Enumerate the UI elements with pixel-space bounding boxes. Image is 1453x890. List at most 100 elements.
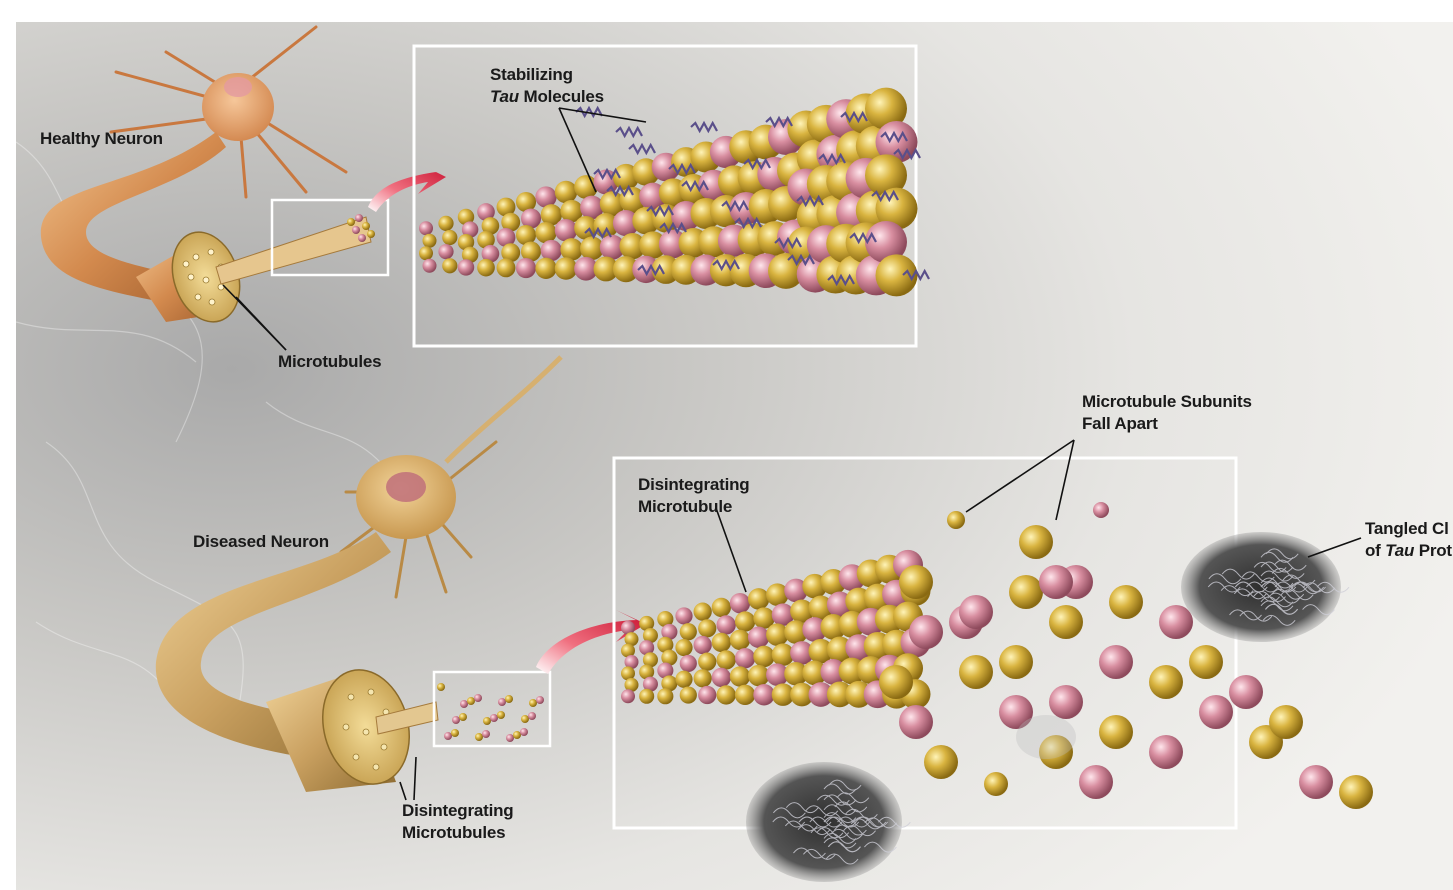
tau-italic: Tau: [490, 87, 519, 106]
disintegrating-microtubule-label: Disintegrating Microtubule: [638, 474, 750, 518]
gold-tubulin-bead: [984, 772, 1008, 796]
gold-tubulin-bead: [467, 697, 475, 705]
gold-tubulin-bead: [639, 689, 654, 704]
diseased-nucleus: [386, 472, 426, 502]
gold-tubulin-bead: [712, 633, 731, 652]
pink-tubulin-bead: [717, 615, 736, 634]
healthy-neuron-label: Healthy Neuron: [40, 128, 163, 150]
pink-tubulin-bead: [694, 636, 712, 654]
gold-tubulin-bead: [483, 717, 491, 725]
gold-tubulin-bead: [753, 646, 774, 667]
pink-tubulin-bead: [1079, 765, 1113, 799]
gold-tubulin-bead: [730, 630, 750, 650]
tangled-label-line1: Tangled Cl: [1365, 518, 1452, 540]
gold-tubulin-bead: [1009, 575, 1043, 609]
gold-tubulin-bead: [735, 611, 755, 631]
pink-tubulin-bead: [460, 700, 468, 708]
gold-tubulin-bead: [657, 688, 673, 704]
tau-tangle-faint: [1016, 715, 1076, 759]
pink-tubulin-bead: [1099, 645, 1133, 679]
pink-tubulin-bead: [474, 694, 482, 702]
stabilizing-tau-label-line2: Tau Molecules: [490, 86, 604, 108]
pink-tubulin-bead: [438, 244, 453, 259]
stabilizing-tau-label-line1: Stabilizing: [490, 64, 604, 86]
gold-tubulin-bead: [497, 711, 505, 719]
gold-tubulin-bead: [423, 234, 437, 248]
pink-tubulin-bead: [423, 259, 437, 273]
pink-tubulin-bead: [482, 730, 490, 738]
gold-tubulin-bead: [675, 639, 692, 656]
tangled-clumps-label: Tangled Cl of Tau Prot: [1365, 518, 1452, 562]
subunits-label-line2: Fall Apart: [1082, 413, 1252, 435]
tangled-tau-italic: Tau: [1385, 541, 1414, 560]
gold-tubulin-bead: [694, 603, 712, 621]
gold-tubulin-bead: [698, 619, 716, 637]
gold-tubulin-bead: [521, 715, 529, 723]
gold-tubulin-bead: [1099, 715, 1133, 749]
disintegrating-microtubule-line1: Disintegrating: [638, 474, 750, 496]
pink-tubulin-bead: [419, 221, 433, 235]
disintegrating-microtubules-line2: Microtubules: [402, 822, 514, 844]
gold-tubulin-bead: [680, 623, 697, 640]
gold-tubulin-bead: [451, 729, 459, 737]
stabilizing-tau-label: Stabilizing Tau Molecules: [490, 64, 604, 108]
gold-tubulin-bead: [1339, 775, 1373, 809]
tangled-label-line2: of Tau Prot: [1365, 540, 1452, 562]
gold-tubulin-bead: [1189, 645, 1223, 679]
pink-tubulin-bead: [1093, 502, 1109, 518]
disintegrating-microtubules-line1: Disintegrating: [402, 800, 514, 822]
gold-tubulin-bead: [513, 731, 521, 739]
pink-tubulin-bead: [498, 698, 506, 706]
pink-tubulin-bead: [712, 668, 731, 687]
pink-tubulin-bead: [698, 686, 716, 704]
gold-tubulin-bead: [477, 259, 495, 277]
pink-tubulin-bead: [516, 258, 536, 278]
pink-tubulin-bead: [444, 732, 452, 740]
gold-tubulin-bead: [947, 511, 965, 529]
pink-tubulin-bead: [959, 595, 993, 629]
pink-tubulin-bead: [621, 689, 635, 703]
pink-tubulin-bead: [1159, 605, 1193, 639]
gold-tubulin-bead: [675, 671, 692, 688]
pink-tubulin-bead: [1199, 695, 1233, 729]
gold-tubulin-bead: [1019, 525, 1053, 559]
gold-tubulin-bead: [1149, 665, 1183, 699]
gold-tubulin-bead: [560, 238, 583, 261]
pink-tubulin-bead: [899, 705, 933, 739]
gold-tubulin-bead: [505, 695, 513, 703]
gold-tubulin-bead: [438, 216, 453, 231]
pink-tubulin-bead: [735, 648, 755, 668]
molecules-text: Molecules: [519, 87, 604, 106]
gold-tubulin-bead: [555, 257, 578, 280]
gold-tubulin-bead: [442, 230, 457, 245]
pink-tubulin-bead: [458, 259, 474, 275]
gold-tubulin-bead: [730, 666, 750, 686]
gold-tubulin-bead: [475, 733, 483, 741]
gold-tubulin-bead: [1269, 705, 1303, 739]
pink-tubulin-bead: [520, 728, 528, 736]
pink-tubulin-bead: [506, 734, 514, 742]
pink-tubulin-bead: [528, 712, 536, 720]
pink-tubulin-bead: [490, 714, 498, 722]
gold-tubulin-bead: [698, 653, 716, 671]
gold-tubulin-bead: [879, 665, 913, 699]
gold-tubulin-bead: [876, 254, 918, 296]
pink-tubulin-bead: [909, 615, 943, 649]
microtubules-label: Microtubules: [278, 351, 381, 373]
pink-tubulin-bead: [748, 627, 769, 648]
gold-tubulin-bead: [497, 258, 516, 277]
gold-tubulin-bead: [959, 655, 993, 689]
subunits-fall-apart-label: Microtubule Subunits Fall Apart: [1082, 391, 1252, 435]
gold-tubulin-bead: [535, 258, 556, 279]
disintegrating-microtubules-label: Disintegrating Microtubules: [402, 800, 514, 844]
gold-tubulin-bead: [748, 588, 769, 609]
pink-tubulin-bead: [730, 593, 750, 613]
gold-tubulin-bead: [680, 686, 697, 703]
pink-tubulin-bead: [1049, 685, 1083, 719]
subunits-label-line1: Microtubule Subunits: [1082, 391, 1252, 413]
pink-tubulin-bead: [1149, 735, 1183, 769]
gold-tubulin-bead: [555, 181, 578, 204]
gold-tubulin-bead: [735, 685, 755, 705]
pink-tubulin-bead: [753, 684, 774, 705]
gold-tubulin-bead: [717, 685, 736, 704]
